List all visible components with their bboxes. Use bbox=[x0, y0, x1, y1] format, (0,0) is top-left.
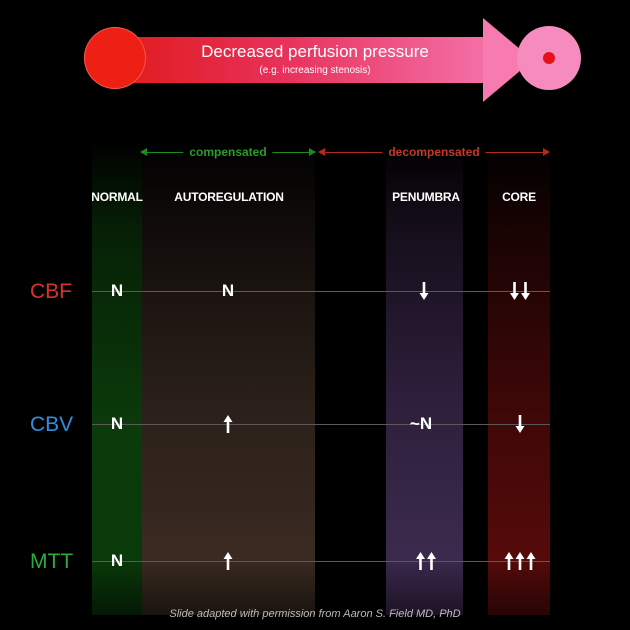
cell-text: N bbox=[110, 414, 124, 433]
cell-cbf-penumbra bbox=[419, 281, 429, 301]
arrow-right-icon bbox=[543, 148, 550, 156]
arrow-down-icon bbox=[515, 415, 525, 433]
range-decompensated: decompensated bbox=[318, 145, 550, 159]
cell-cbv-penumbra: ~N bbox=[410, 414, 432, 434]
cell-text: N bbox=[110, 551, 124, 570]
arrow-right-icon bbox=[309, 148, 316, 156]
column-header-core: CORE bbox=[502, 190, 536, 204]
arrow-up-icon bbox=[223, 415, 233, 433]
band-core bbox=[488, 140, 550, 615]
banner-subtitle: (e.g. increasing stenosis) bbox=[259, 65, 371, 76]
banner-title: Decreased perfusion pressure bbox=[201, 42, 429, 61]
cell-text: ~N bbox=[409, 414, 433, 433]
arrow-down-icon bbox=[521, 282, 530, 300]
end-circle-dot bbox=[543, 52, 555, 64]
arrow-down-icon bbox=[419, 282, 429, 300]
range-label-compensated: compensated bbox=[183, 145, 273, 159]
arrow-up-icon bbox=[223, 552, 233, 570]
column-header-penumbra: PENUMBRA bbox=[392, 190, 460, 204]
arrow-left-icon bbox=[318, 148, 325, 156]
cell-cbv-normal: N bbox=[111, 414, 123, 434]
row-line-mtt bbox=[92, 561, 550, 562]
arrow-up-icon bbox=[526, 552, 536, 570]
cell-text: N bbox=[221, 281, 235, 300]
cell-mtt-autoregulation bbox=[223, 551, 233, 571]
cell-cbv-core bbox=[515, 414, 525, 434]
cell-text: N bbox=[110, 281, 124, 300]
cell-mtt-normal: N bbox=[111, 551, 123, 571]
cell-mtt-core bbox=[504, 551, 536, 571]
start-circle bbox=[84, 27, 146, 89]
cell-cbv-autoregulation bbox=[223, 414, 233, 434]
arrow-up-icon bbox=[416, 552, 425, 570]
range-compensated: compensated bbox=[140, 145, 316, 159]
cell-cbf-autoregulation: N bbox=[222, 281, 234, 301]
band-penumbra bbox=[386, 140, 463, 615]
row-label-cbv: CBV bbox=[30, 413, 74, 436]
row-label-cbf: CBF bbox=[30, 280, 72, 303]
perfusion-arrow-shaft bbox=[112, 37, 487, 83]
arrow-up-icon bbox=[427, 552, 436, 570]
arrow-up-icon bbox=[504, 552, 514, 570]
band-autoregulation bbox=[142, 140, 315, 615]
footer-credit: Slide adapted with permission from Aaron… bbox=[169, 608, 461, 620]
row-line-cbf bbox=[92, 291, 550, 292]
column-header-normal: NORMAL bbox=[91, 190, 143, 204]
end-circle bbox=[517, 26, 581, 90]
arrow-left-icon bbox=[140, 148, 147, 156]
band-normal bbox=[92, 140, 142, 615]
cell-cbf-normal: N bbox=[111, 281, 123, 301]
range-label-decompensated: decompensated bbox=[382, 145, 486, 159]
cell-cbf-core bbox=[510, 281, 531, 301]
arrow-down-icon bbox=[510, 282, 519, 300]
row-label-mtt: MTT bbox=[30, 550, 74, 573]
arrow-up-icon bbox=[515, 552, 525, 570]
cell-mtt-penumbra bbox=[416, 551, 437, 571]
column-header-autoregulation: AUTOREGULATION bbox=[174, 190, 284, 204]
row-line-cbv bbox=[92, 424, 550, 425]
